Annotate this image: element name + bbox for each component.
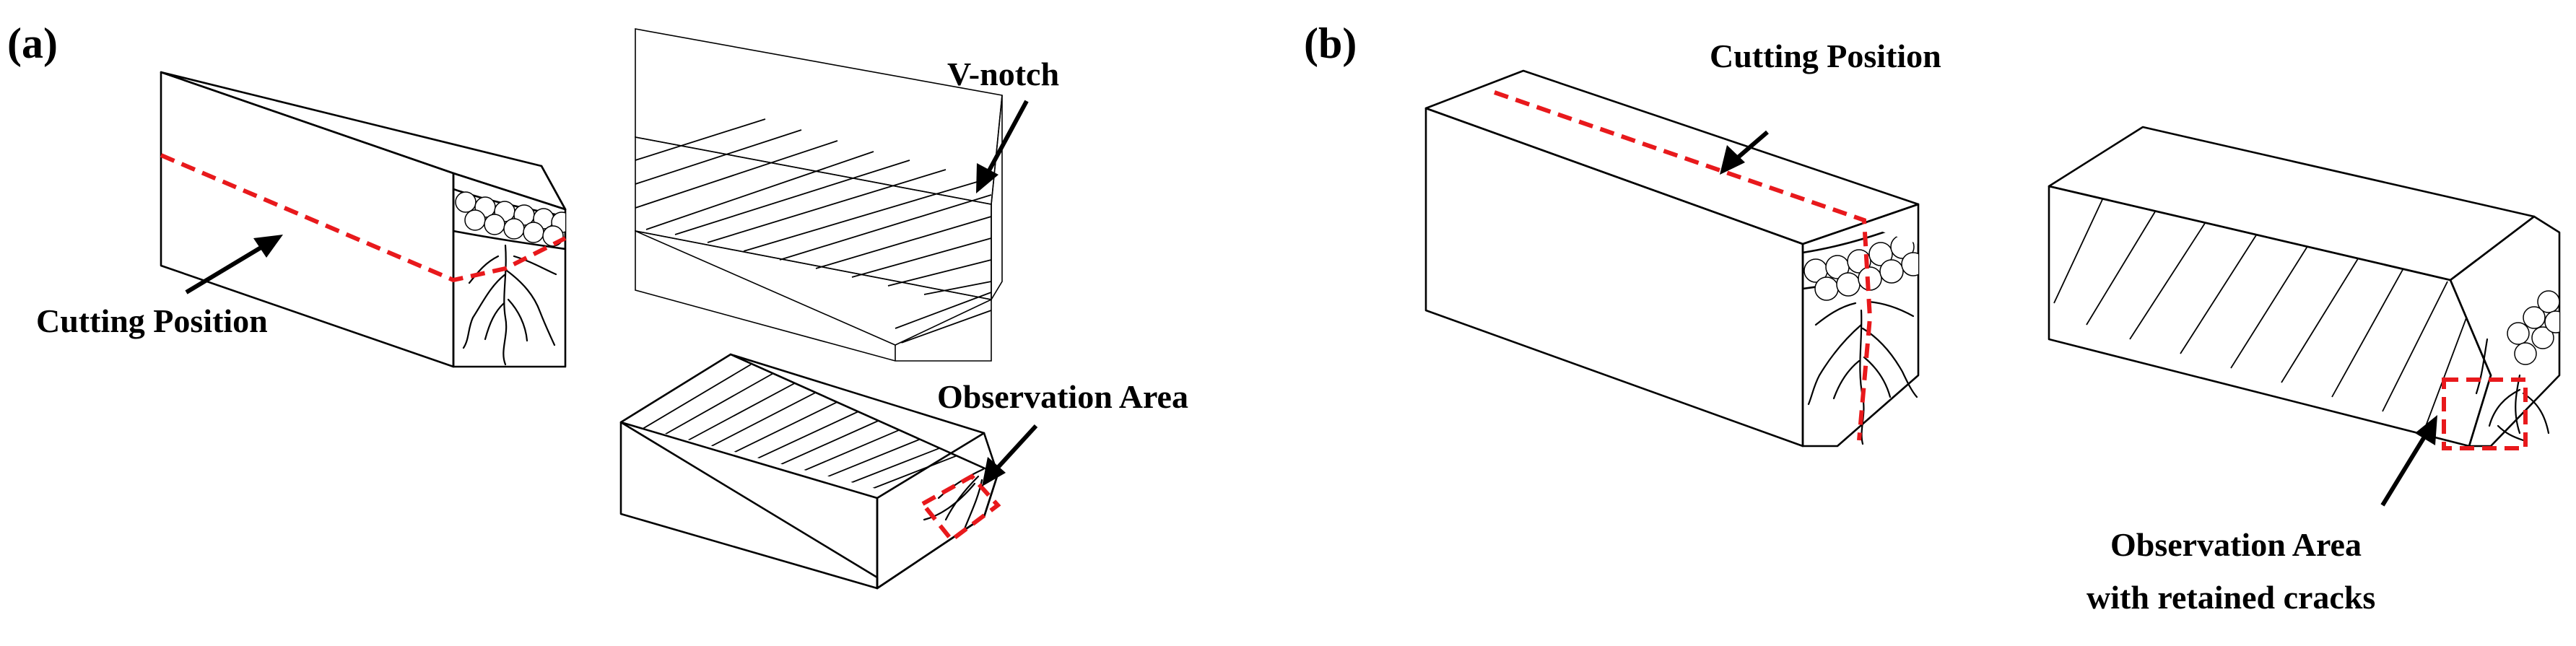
panel-a-label: (a) [7,19,58,67]
weld-bead-pattern [2507,290,2559,365]
v-notch-label: V-notch [947,56,1059,92]
cutting-position-annotation: Cutting Position [1710,38,1941,175]
observation-box [2442,377,2528,450]
cutting-line [160,153,567,283]
weld-bead-pattern [453,188,565,250]
panel-a: (a) [7,19,1188,590]
arrowhead [253,235,283,258]
block-end-face [452,172,567,368]
panel-b-cut-half [2048,126,2561,450]
arrowhead [982,457,1006,486]
cutting-position-label: Cutting Position [1710,38,1941,74]
observation-area-annotation: Observation Area with retained cracks [2087,415,2437,616]
cutting-line [1494,90,1873,441]
panel-a-upper-half [635,28,1003,362]
cutting-position-label: Cutting Position [36,302,268,339]
cut-surface-hatch [2053,194,2470,427]
observation-box [919,473,1001,544]
observation-area-label: Observation Area [937,378,1188,415]
v-notch-annotation: V-notch [947,56,1059,193]
arrowhead [2415,415,2437,445]
arrowhead [976,163,998,193]
observation-area-label-line2: with retained cracks [2087,579,2375,616]
arrowhead [1720,145,1745,175]
panel-b-label: (b) [1304,19,1357,67]
weld-bead-pattern [1803,219,1918,301]
observation-area-label-line1: Observation Area [2110,526,2362,563]
panel-a-whole-specimen [160,71,567,368]
panel-a-lower-half [619,353,1001,590]
panel-b-whole-specimen [1424,69,1920,448]
cut-surface-hatch [635,118,992,346]
crack-lines [462,244,557,366]
cutting-position-annotation: Cutting Position [36,235,283,339]
panel-b: (b) [1304,19,2561,616]
observation-area-annotation: Observation Area [937,378,1188,486]
slab-surface-hatch [635,364,997,497]
